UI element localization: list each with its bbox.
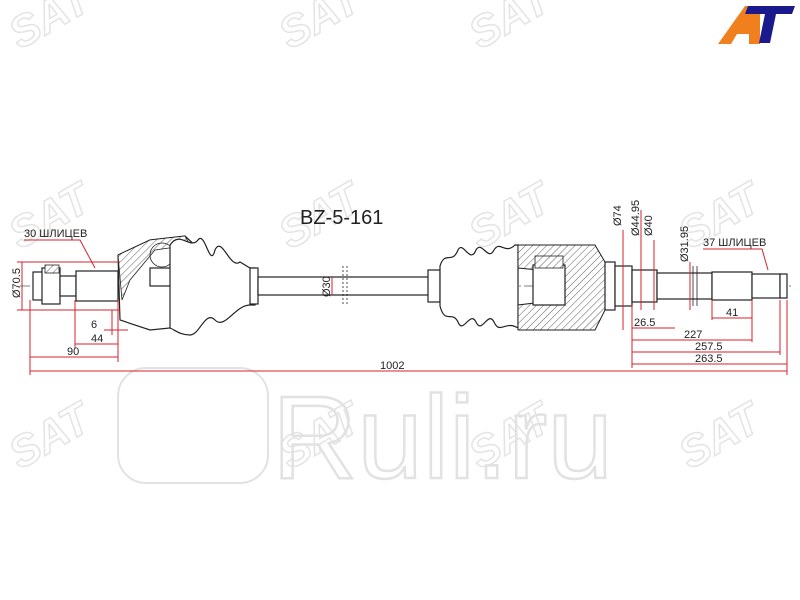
dim-1002: 1002 [380, 360, 404, 372]
dim-d-left-outer: Ø70.5 [11, 268, 23, 298]
dim-d-shaft: Ø30 [321, 276, 333, 297]
dim-44: 44 [91, 333, 103, 345]
dim-26-5: 26.5 [634, 317, 655, 329]
dim-d-44-95: Ø44.95 [630, 200, 642, 236]
sat-watermark: SAT [271, 0, 372, 59]
dim-d-74: Ø74 [612, 205, 624, 226]
dim-6: 6 [91, 319, 97, 331]
dim-263-5: 263.5 [695, 353, 723, 365]
left-dimensions: Ø70.5 30 ШЛИЦЕВ 6 44 90 1002 Ø30 [11, 228, 787, 375]
dim-90: 90 [67, 346, 79, 358]
outer-cv-joint [32, 235, 259, 336]
right-dimensions: Ø74 Ø44.95 Ø40 Ø31.95 37 ШЛИЦЕВ 41 26.5 … [612, 200, 788, 375]
right-splines-label: 37 ШЛИЦЕВ [703, 237, 766, 249]
sat-watermark: SAT [1, 172, 102, 258]
part-number: BZ-5-161 [300, 207, 383, 229]
ruli-watermark: Ruli.ru [117, 367, 614, 505]
ruli-watermark-text: Ruli.ru [272, 372, 613, 504]
left-splines-label: 30 ШЛИЦЕВ [24, 228, 87, 240]
shaft [257, 266, 434, 306]
sat-watermark: SAT [671, 392, 772, 478]
dim-257-5: 257.5 [695, 341, 723, 353]
sat-watermark: SAT [1, 0, 102, 59]
sat-watermark: SAT [461, 0, 562, 59]
dim-d-40: Ø40 [643, 215, 655, 236]
dim-227: 227 [684, 329, 702, 341]
dim-41: 41 [726, 307, 738, 319]
sat-watermark: SAT [1, 392, 102, 478]
dim-d-31-95: Ø31.95 [679, 226, 691, 262]
at-logo [718, 6, 795, 44]
inner-cv-joint [427, 244, 788, 331]
